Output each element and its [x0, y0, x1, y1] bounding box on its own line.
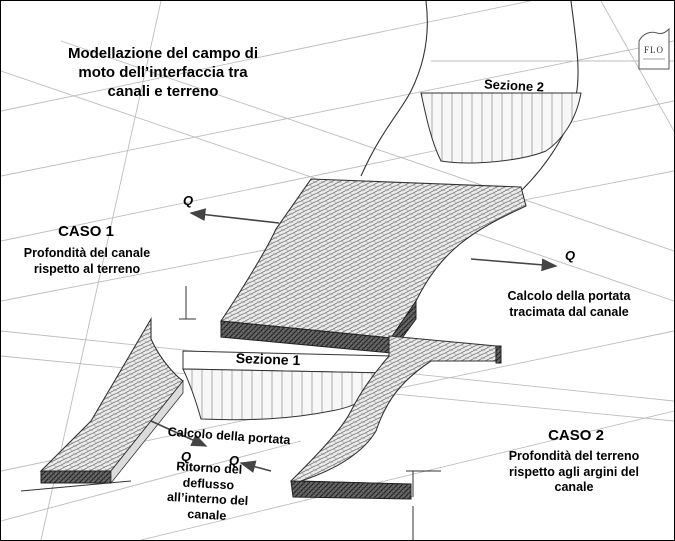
- left-embankment: [39, 316, 184, 485]
- section-2-profile: [420, 92, 582, 164]
- flow-q-lower-left: Q: [181, 449, 192, 464]
- dimension-marks: [20, 286, 441, 540]
- right-embankment: [290, 335, 502, 500]
- case-1-heading: CASO 1: [58, 223, 114, 240]
- return-flow-label: Ritorno del deflusso all’interno del can…: [166, 459, 249, 523]
- flow-q-lower-center: Q: [229, 453, 240, 468]
- section-1-band: [182, 350, 394, 421]
- overflow-calc-label: Calcolo della portata tracimata dal cana…: [507, 289, 631, 319]
- section-1-label: Sezione 1: [235, 349, 301, 369]
- case-1-text: Profondità del canale rispetto al terren…: [23, 246, 151, 276]
- flow-q-upper-left: Q: [183, 193, 194, 208]
- diagram-title: Modellazione del campo di moto dell’inte…: [67, 45, 259, 100]
- case-2-text: Profondità del terreno rispetto agli arg…: [508, 449, 640, 495]
- flow-arrows: [150, 208, 558, 473]
- flow-q-right: Q: [565, 248, 576, 263]
- terrain-block-center: [220, 178, 527, 355]
- flo-logo: FLO: [637, 27, 671, 71]
- flo-logo-shape: [638, 27, 670, 70]
- flo-logo-text: FLO: [643, 45, 664, 55]
- case-2-heading: CASO 2: [548, 427, 604, 444]
